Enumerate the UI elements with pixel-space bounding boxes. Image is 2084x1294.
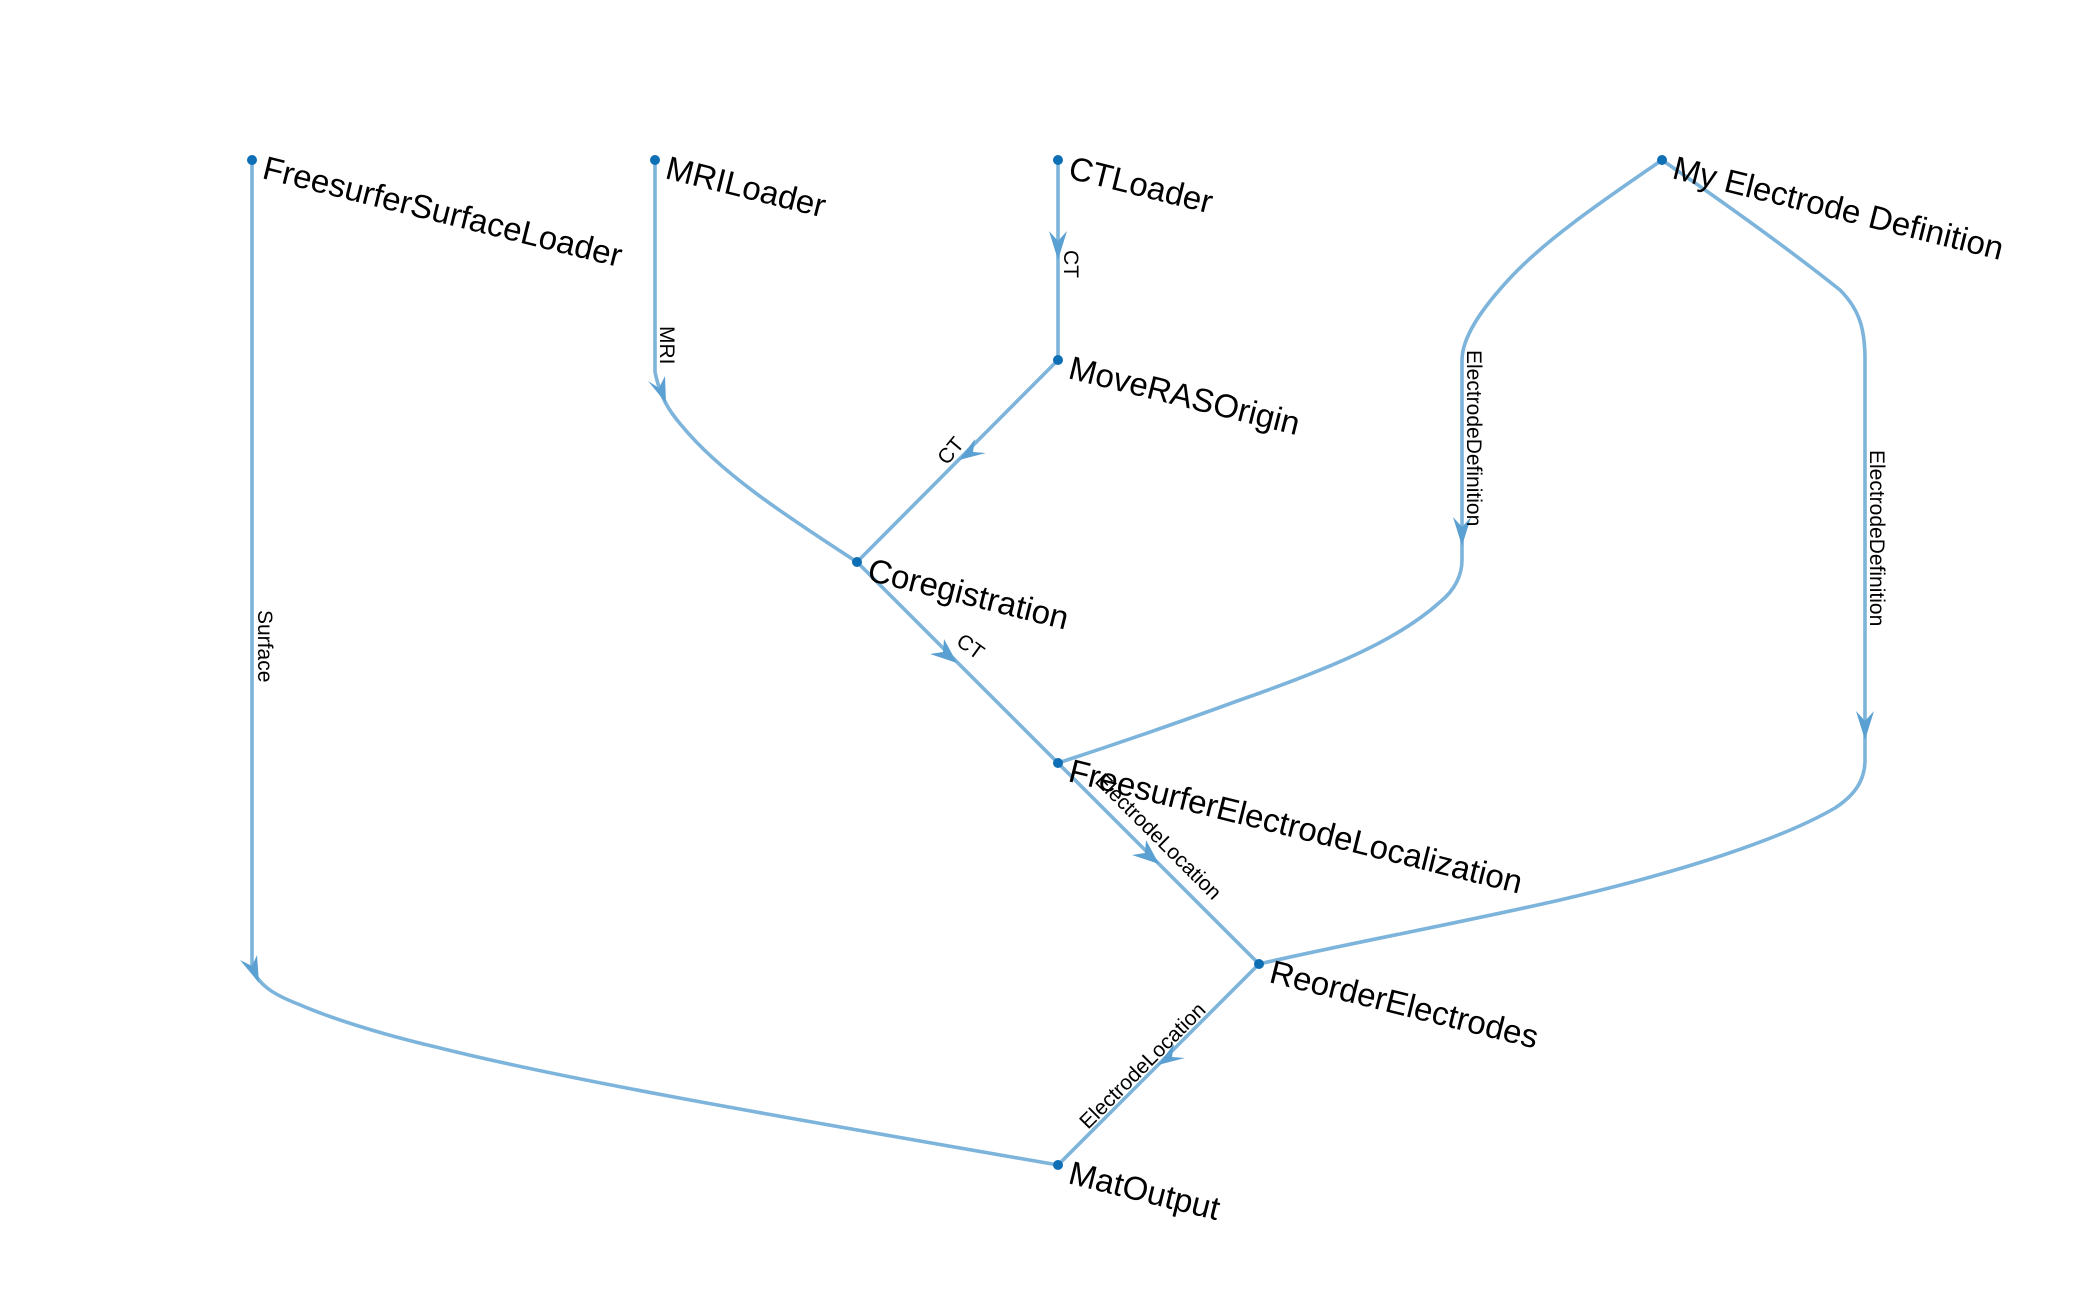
node-dot-my-electrode-definition[interactable]: [1657, 155, 1667, 165]
arrowhead-localization-to-reorder: [1132, 840, 1159, 864]
node-dot-coregistration[interactable]: [852, 557, 862, 567]
edge-label-mri-loader-to-coregistration: MRI: [655, 326, 678, 365]
edge-label-electrode-definition-to-reorder: ElectrodeDefinition: [1865, 450, 1888, 626]
arrowhead-coregistration-to-electrode-localization: [930, 639, 957, 663]
arrowhead-move-ras-origin-to-coregistration: [959, 439, 986, 460]
arrowhead-surface-loader-to-mat-output: [240, 955, 259, 983]
node-dot-freesurfer-electrode-localization[interactable]: [1053, 758, 1063, 768]
arrowhead-ct-loader-to-move-ras-origin: [1049, 231, 1067, 260]
arrowhead-mri-loader-to-coregistration: [648, 376, 666, 403]
edge-coregistration-to-electrode-localization: [855, 560, 1060, 765]
arrowhead-electrode-definition-to-localization: [1453, 517, 1471, 546]
edge-electrode-definition-to-localization: [1056, 158, 1664, 765]
node-layer: [247, 155, 1667, 1170]
edge-label-ct-loader-to-move-ras-origin: CT: [1059, 250, 1082, 278]
edge-move-ras-origin-to-coregistration: [855, 358, 1060, 564]
edge-label-surface-loader-to-mat-output: Surface: [253, 610, 276, 682]
node-dot-freesurfer-surface-loader[interactable]: [247, 155, 257, 165]
edge-electrode-definition-to-reorder: [1257, 158, 1867, 966]
node-dot-reorder-electrodes[interactable]: [1254, 959, 1264, 969]
arrowhead-electrode-definition-to-reorder: [1856, 711, 1874, 740]
arrow-layer: [240, 231, 1874, 1065]
node-dot-mri-loader[interactable]: [650, 155, 660, 165]
node-dot-ct-loader[interactable]: [1053, 155, 1063, 165]
edge-label-electrode-definition-to-localization: ElectrodeDefinition: [1462, 350, 1485, 526]
node-dot-move-ras-origin[interactable]: [1053, 355, 1063, 365]
edge-surface-loader-to-mat-output: [250, 158, 1060, 1167]
node-dot-mat-output[interactable]: [1053, 1160, 1063, 1170]
arrowhead-reorder-to-mat-output: [1158, 1044, 1185, 1065]
